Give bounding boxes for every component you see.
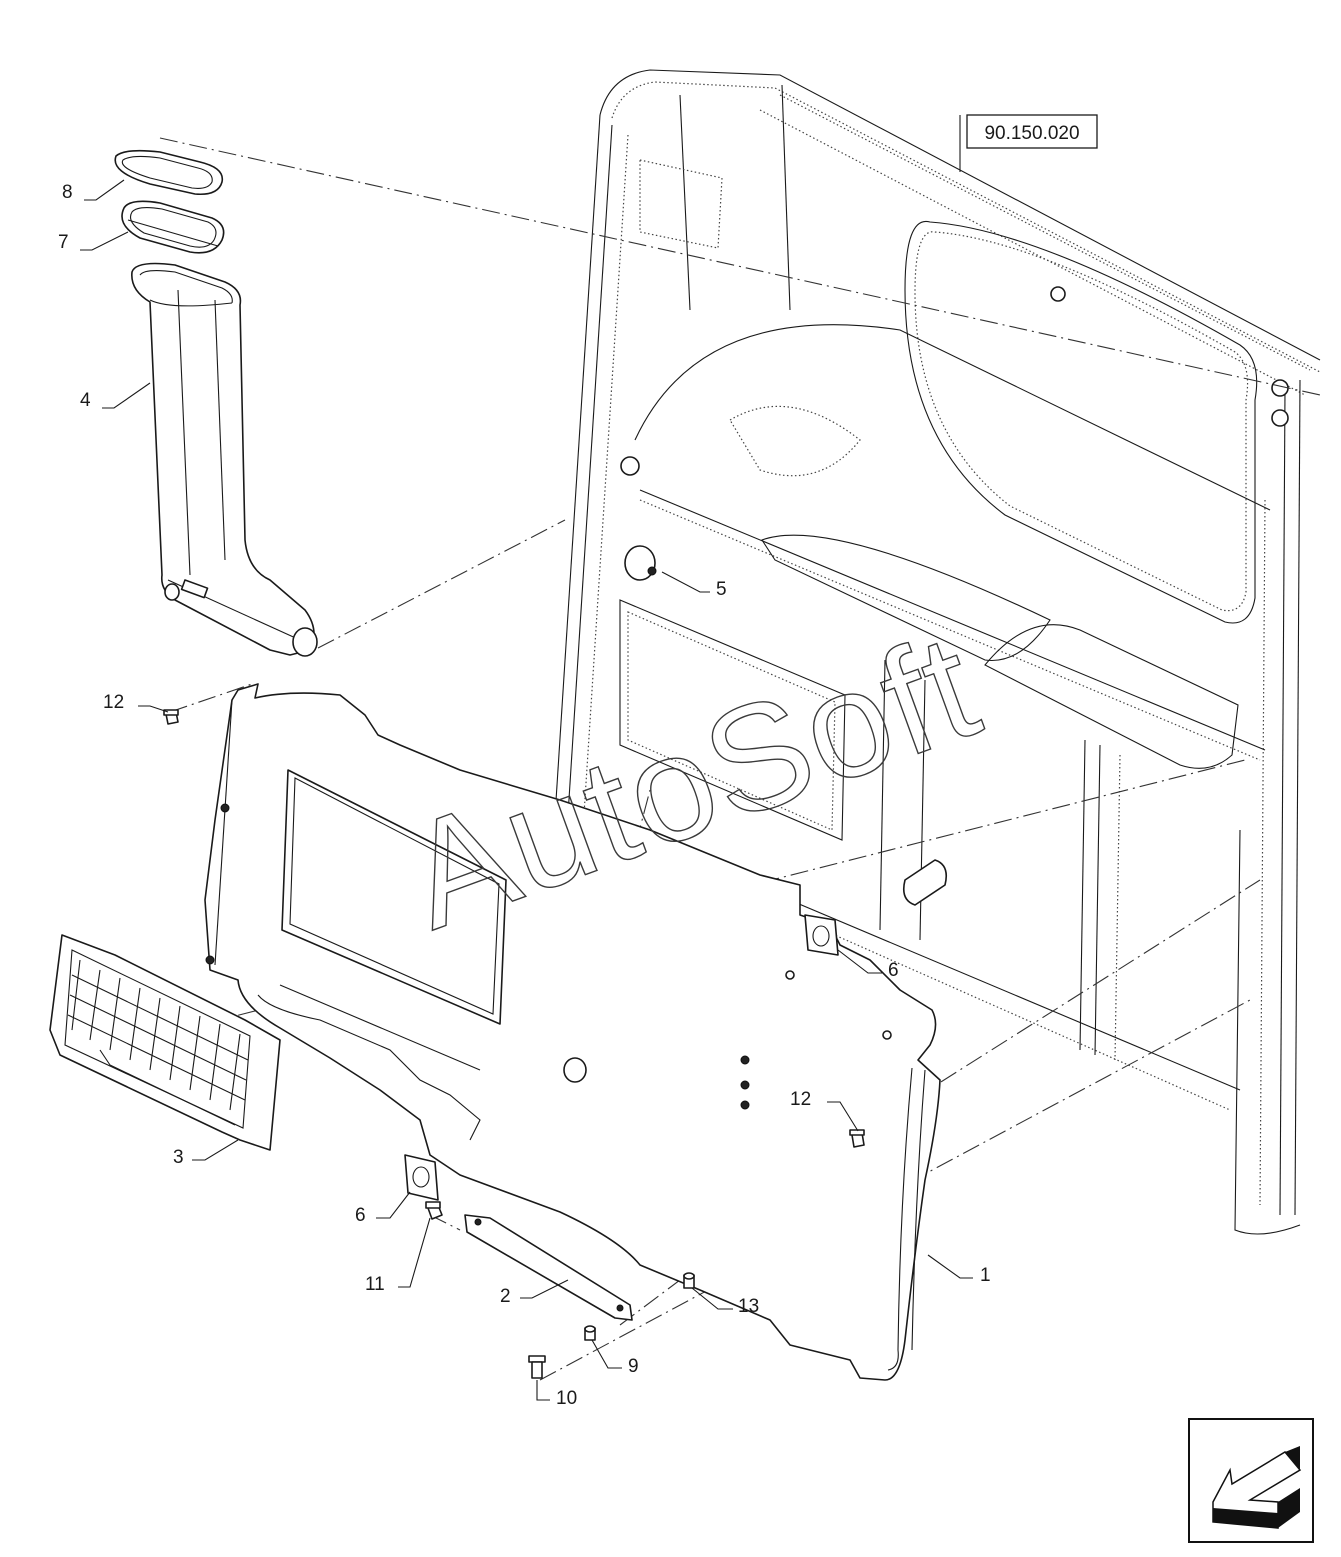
callout-6-upper[interactable]: 6 [888,960,899,981]
part-1-trim-panel[interactable] [204,683,941,1381]
part-3-grille[interactable] [49,934,281,1151]
callout-1[interactable]: 1 [980,1265,991,1286]
callouts: 8 7 4 5 12 6 12 3 6 1 11 2 13 9 10 [58,179,991,1409]
callout-10[interactable]: 10 [556,1388,577,1409]
fastener-10[interactable] [528,1355,546,1379]
callout-11[interactable]: 11 [365,1274,385,1295]
part-2-strip[interactable] [464,1214,633,1321]
part-7-seal[interactable] [121,200,225,254]
part-6-grommet-upper[interactable] [804,914,839,956]
fastener-11[interactable] [425,1201,443,1220]
callout-6-lower[interactable]: 6 [355,1205,366,1226]
callout-3[interactable]: 3 [173,1147,184,1168]
fastener-9[interactable] [584,1325,596,1341]
callout-9[interactable]: 9 [628,1356,639,1377]
callout-5[interactable]: 5 [716,579,727,600]
fastener-12-lower[interactable] [849,1129,865,1148]
callout-12-upper[interactable]: 12 [103,692,124,713]
callout-12-lower[interactable]: 12 [790,1089,811,1110]
callout-8[interactable]: 8 [62,182,73,203]
fastener-12-upper[interactable] [163,709,179,725]
callout-4[interactable]: 4 [80,390,91,411]
fastener-13[interactable] [683,1272,695,1289]
part-8-gasket[interactable] [114,149,224,196]
reference-label: 90.150.020 [984,123,1079,144]
reference-box[interactable]: 90.150.020 [959,114,1098,172]
callout-13[interactable]: 13 [738,1296,759,1317]
part-4-air-duct[interactable] [131,262,318,657]
previous-page-arrow-icon[interactable] [1188,1418,1314,1543]
callout-2[interactable]: 2 [500,1286,511,1307]
callout-7[interactable]: 7 [58,232,69,253]
part-6-grommet-lower[interactable] [404,1154,439,1201]
